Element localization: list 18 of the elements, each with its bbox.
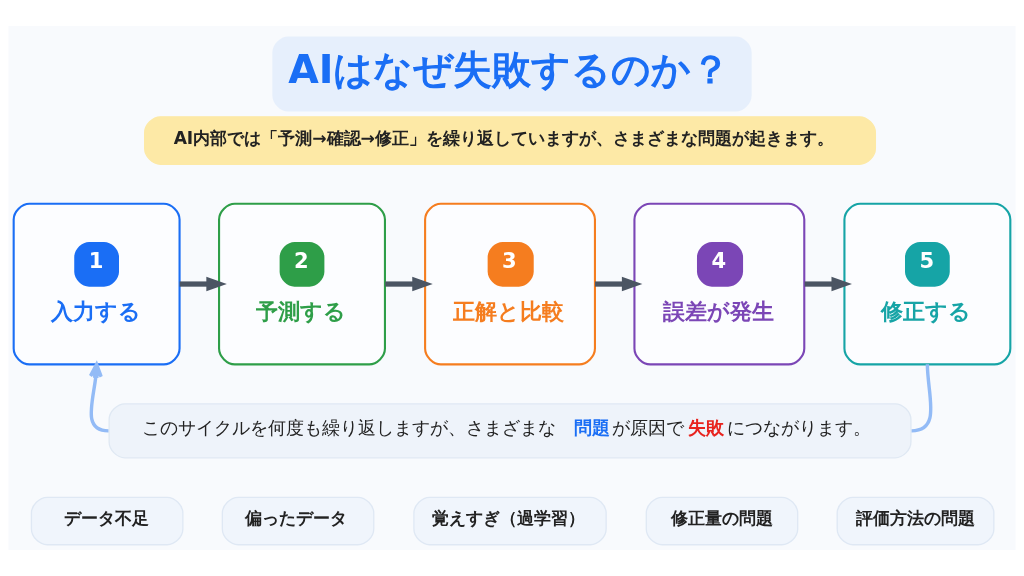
arrow [179, 276, 227, 292]
node-box: 修正量の問題 [645, 496, 799, 546]
connector [911, 364, 933, 433]
node-box: 5 修正する [843, 202, 1012, 366]
diagram-title: AIはなぜ失敗するのか？ [288, 46, 731, 93]
node-box: AI内部では「予測→確認→修正」を繰り返していますが、さまざまな問題が起きます。 [144, 116, 877, 165]
node-box: 評価方法の問題 [836, 496, 995, 546]
arrow [595, 276, 643, 292]
node-box: データ不足 [30, 496, 184, 546]
node-box: 4 誤差が発生 [633, 202, 806, 366]
node-box: 2 予測する [218, 202, 386, 366]
node-box: 1 入力する [12, 202, 181, 366]
arrow [385, 276, 433, 292]
node-box: 3 正解と比較 [424, 202, 596, 366]
arrow [804, 276, 852, 292]
node-box: 覚えすぎ（過学習） [413, 496, 607, 546]
node-box: 偏ったデータ [221, 496, 375, 546]
node-box: このサイクルを何度も繰り返しますが、さまざまな問題が原因で失敗につながります。 [108, 403, 912, 459]
